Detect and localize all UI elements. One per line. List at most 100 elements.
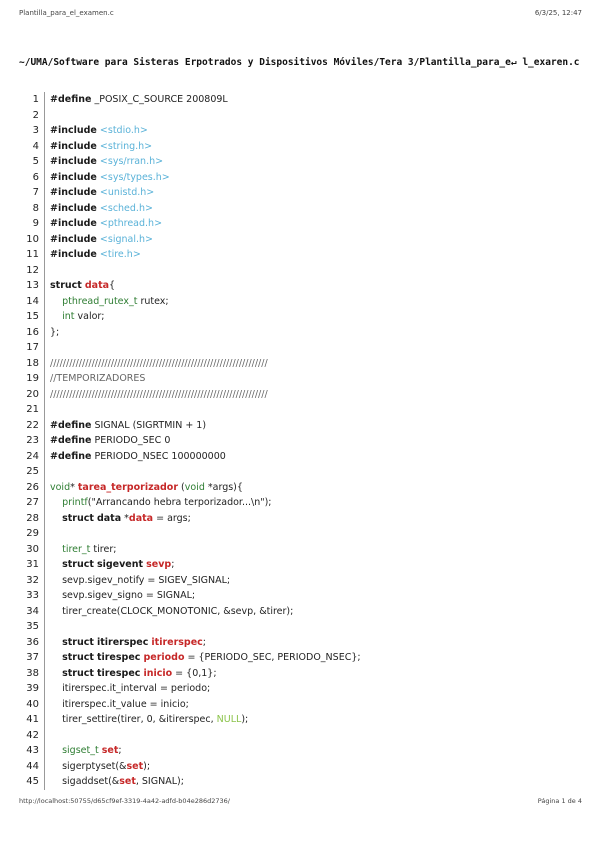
code-line: 13 struct data{	[0, 278, 599, 294]
line-number: 26	[26, 481, 39, 493]
line-number: 40	[26, 698, 39, 710]
line-number: 38	[26, 667, 39, 679]
gutter-divider	[43, 262, 45, 278]
line-number: 37	[26, 652, 39, 663]
gutter-divider	[43, 572, 45, 588]
line-number: 39	[26, 683, 39, 694]
code-line: 38 struct tirespec inicio = {0,1};	[0, 665, 599, 681]
line-number: 10	[26, 233, 39, 245]
line-number: 13	[26, 280, 39, 291]
line-number: 42	[26, 729, 39, 741]
gutter-divider	[43, 402, 45, 418]
code-line: 41 tirer_settire(tirer, 0, &itirerspec, …	[0, 712, 599, 728]
code-text: #define _POSIX_C_SOURCE 200809L	[50, 94, 228, 105]
code-line: 16};	[0, 324, 599, 340]
code-line: 3#include <stdio.h>	[0, 123, 599, 139]
gutter-divider	[43, 417, 45, 433]
gutter-divider	[43, 743, 45, 759]
code-line: 25	[0, 464, 599, 480]
line-number: 17	[26, 342, 39, 353]
code-line: 39 itirerspec.it_interval = periodo;	[0, 681, 599, 697]
line-number: 31	[26, 559, 39, 570]
line-number: 30	[26, 543, 39, 555]
gutter-divider	[43, 588, 45, 604]
code-line: 19 //TEMPORIZADORES	[0, 371, 599, 387]
line-number: 45	[26, 776, 39, 787]
code-text: struct data{	[50, 280, 116, 291]
gutter-divider	[43, 309, 45, 325]
code-text: sigerptyset(&set);	[50, 760, 151, 772]
line-number: 1	[32, 94, 39, 105]
code-line: 36 struct itirerspec itirerspec;	[0, 634, 599, 650]
line-number: 34	[26, 605, 39, 617]
code-text: #include <tire.h>	[50, 249, 141, 260]
line-number: 5	[32, 156, 39, 167]
code-text: tirer_create(CLOCK_MONOTONIC, &sevp, &ti…	[50, 605, 294, 617]
code-text: sigset_t set;	[62, 745, 122, 756]
line-number: 14	[26, 295, 39, 307]
line-number: 18	[26, 357, 39, 369]
code-text: struct tirespec periodo = {PERIODO_SEC, …	[62, 652, 361, 663]
code-text: tirer_t tirer;	[62, 543, 117, 555]
code-text: };	[50, 326, 60, 338]
gutter-divider	[43, 495, 45, 511]
line-number: 19	[26, 373, 39, 384]
line-number: 28	[26, 512, 39, 524]
gutter-divider	[43, 92, 45, 108]
code-text: struct sigevent sevp;	[62, 559, 175, 570]
line-number: 36	[26, 636, 39, 648]
page-number: Página 1 de 4	[537, 797, 582, 805]
code-text: #include <sched.h>	[50, 202, 153, 214]
code-line: 40 itirerspec.it_value = inicio;	[0, 696, 599, 712]
code-text: itirerspec.it_interval = periodo;	[50, 683, 211, 694]
code-line: 18//////////////////////////////////////…	[0, 355, 599, 371]
line-number: 32	[26, 574, 39, 586]
code-text: //TEMPORIZADORES	[50, 373, 146, 384]
code-line: 9#include <pthread.h>	[0, 216, 599, 232]
gutter-divider	[43, 169, 45, 185]
gutter-divider	[43, 727, 45, 743]
gutter-divider	[43, 107, 45, 123]
document-title: Plantilla_para_el_examen.c	[19, 9, 114, 17]
line-number: 22	[26, 419, 39, 431]
code-text: #include <sys/types.h>	[50, 171, 170, 183]
code-line: 42	[0, 727, 599, 743]
gutter-divider	[43, 123, 45, 139]
gutter-divider	[43, 278, 45, 294]
code-text: #include <string.h>	[50, 140, 153, 152]
gutter-divider	[43, 433, 45, 449]
line-number: 16	[26, 326, 39, 338]
line-number: 8	[32, 202, 39, 214]
code-line: 8 #include <sched.h>	[0, 200, 599, 216]
code-text: sevp.sigev_signo = SIGNAL;	[50, 590, 196, 601]
code-line: 14 pthread_rutex_t rutex;	[0, 293, 599, 309]
gutter-divider	[43, 371, 45, 387]
gutter-divider	[43, 603, 45, 619]
line-number: 4	[32, 140, 39, 152]
code-text: sevp.sigev_notify = SIGEV_SIGNAL;	[50, 574, 231, 586]
gutter-divider	[43, 324, 45, 340]
gutter-divider	[43, 231, 45, 247]
line-number: 15	[26, 311, 39, 322]
code-text: struct itirerspec itirerspec;	[62, 636, 206, 648]
gutter-divider	[43, 355, 45, 371]
gutter-divider	[43, 712, 45, 728]
gutter-divider	[43, 293, 45, 309]
gutter-divider	[43, 665, 45, 681]
line-number: 44	[26, 760, 39, 772]
code-text: #include <sys/rran.h>	[50, 156, 164, 167]
line-number: 7	[32, 187, 39, 198]
gutter-divider	[43, 479, 45, 495]
print-datetime: 6/3/25, 12:47	[534, 9, 582, 17]
code-text: printf("Arrancando hebra terporizador...…	[62, 497, 272, 508]
code-line: 45 sigaddset(&set, SIGNAL);	[0, 774, 599, 790]
code-text: #include <pthread.h>	[50, 218, 163, 229]
gutter-divider	[43, 619, 45, 635]
code-line: 4 #include <string.h>	[0, 138, 599, 154]
code-line: 17	[0, 340, 599, 356]
code-text: #include <unistd.h>	[50, 187, 155, 198]
gutter-divider	[43, 510, 45, 526]
gutter-divider	[43, 526, 45, 542]
code-line: 5 #include <sys/rran.h>	[0, 154, 599, 170]
